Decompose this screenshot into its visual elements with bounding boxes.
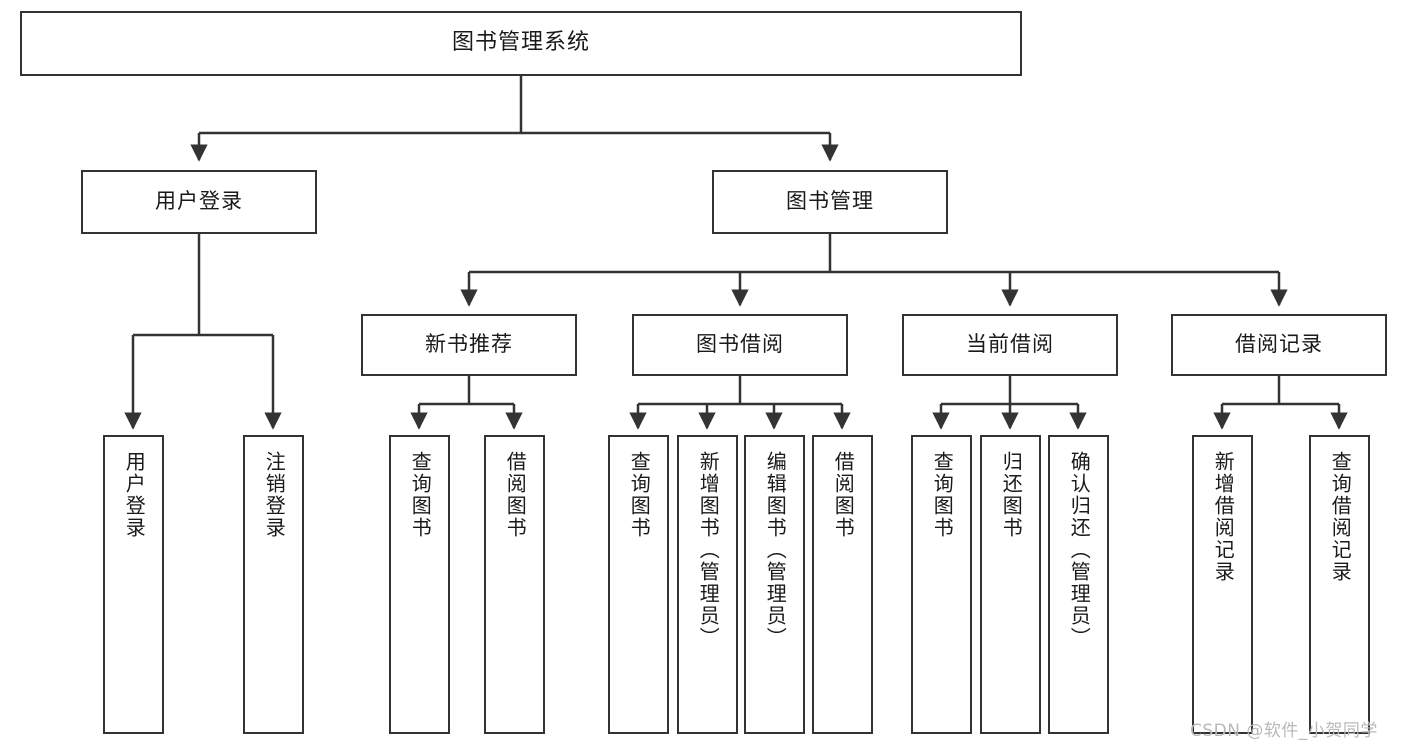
leaf-label: 归还图书 (999, 451, 1024, 539)
leaf-label: 查询图书 (930, 451, 955, 539)
leaf-label: 借阅图书 (831, 451, 856, 539)
node-current-borrow[interactable]: 当前借阅 (902, 314, 1118, 376)
leaf-label: 确认归还（管理员） (1067, 451, 1092, 649)
leaf-label: 用户登录 (122, 451, 147, 539)
leaf-borrow-book-2[interactable]: 借阅图书 (812, 435, 873, 734)
node-book-borrow[interactable]: 图书借阅 (632, 314, 848, 376)
node-user-login[interactable]: 用户登录 (81, 170, 317, 234)
leaf-label: 新增图书（管理员） (696, 451, 721, 649)
leaf-return-book[interactable]: 归还图书 (980, 435, 1041, 734)
leaf-label: 查询图书 (408, 451, 433, 539)
leaf-label: 借阅图书 (503, 451, 528, 539)
leaf-add-record[interactable]: 新增借阅记录 (1192, 435, 1253, 734)
node-book-manage[interactable]: 图书管理 (712, 170, 948, 234)
leaf-logout[interactable]: 注销登录 (243, 435, 304, 734)
node-borrow-record[interactable]: 借阅记录 (1171, 314, 1387, 376)
leaf-edit-book[interactable]: 编辑图书（管理员） (744, 435, 805, 734)
leaf-borrow-book-1[interactable]: 借阅图书 (484, 435, 545, 734)
csdn-watermark: CSDN @软件_小贺同学 (1190, 721, 1378, 741)
leaf-label: 注销登录 (262, 451, 287, 539)
node-root[interactable]: 图书管理系统 (20, 11, 1022, 76)
leaf-label: 新增借阅记录 (1211, 451, 1236, 583)
leaf-label: 查询图书 (627, 451, 652, 539)
leaf-query-book-3[interactable]: 查询图书 (911, 435, 972, 734)
leaf-confirm-return[interactable]: 确认归还（管理员） (1048, 435, 1109, 734)
leaf-add-book[interactable]: 新增图书（管理员） (677, 435, 738, 734)
leaf-label: 查询借阅记录 (1328, 451, 1353, 583)
node-new-book-recommend[interactable]: 新书推荐 (361, 314, 577, 376)
leaf-label: 编辑图书（管理员） (763, 451, 788, 649)
leaf-user-login[interactable]: 用户登录 (103, 435, 164, 734)
leaf-query-book-2[interactable]: 查询图书 (608, 435, 669, 734)
leaf-query-record[interactable]: 查询借阅记录 (1309, 435, 1370, 734)
leaf-query-book-1[interactable]: 查询图书 (389, 435, 450, 734)
